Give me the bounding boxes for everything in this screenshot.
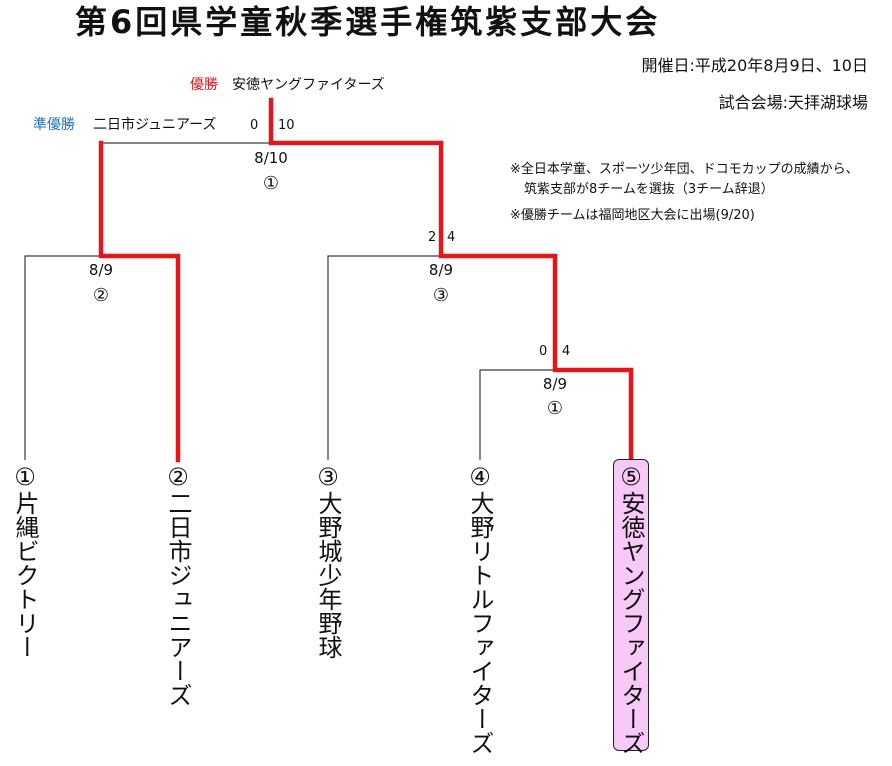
game2-date: 8/9 [88,261,114,279]
game2-left-arm [24,255,101,460]
final-score-right: 10 [278,118,295,133]
note-line-1: ※全日本学童、スポーツ少年団、ドコモカップの成績から、 [510,162,859,177]
game2-number: ② [92,285,110,306]
game1-left-arm [479,369,555,460]
game1-date: 8/9 [542,375,568,393]
game1-number: ① [546,398,564,419]
team-5-name: ⑤安徳ヤングファイターズ [617,463,645,755]
game3-score-right: 4 [447,230,456,245]
game1-score-right: 4 [562,344,571,359]
team-3-name: ③大野城少年野球 [314,463,342,659]
champion-team-highlight-box: ⑤安徳ヤングファイターズ [613,459,649,755]
note-line-2: 筑紫支部が8チームを選抜（3チーム辞退） [524,182,774,197]
champion-winning-path [268,97,634,463]
game3-number: ③ [432,285,450,306]
team-1-name: ①片縄ビクトリー [11,463,39,659]
team-4-name: ④大野リトルファイターズ [466,463,494,755]
game3-score-left: 2 [428,230,437,245]
champion-label: 優勝 [190,77,218,93]
game3-date: 8/9 [428,261,454,279]
event-date: 開催日:平成20年8月9日、10日 [641,56,868,75]
note-line-3: ※優勝チームは福岡地区大会に出場(9/20) [510,208,755,223]
champion-team: 安徳ヤングファイターズ [232,77,385,93]
team-2-name: ②二日市ジュニアーズ [164,463,192,707]
game3-left-arm [327,255,441,460]
runner-up-winning-path [98,140,181,463]
final-number: ① [262,173,280,194]
game1-score-left: 0 [539,344,548,359]
page-title: 第6回県学童秋季選手権筑紫支部大会 [75,3,661,41]
runner-up-team: 二日市ジュニアーズ [93,117,217,133]
runner-up-label: 準優勝 [33,117,75,133]
event-venue: 試合会場:天拝湖球場 [718,93,868,112]
final-score-left: 0 [250,118,259,133]
final-date: 8/10 [254,149,288,167]
